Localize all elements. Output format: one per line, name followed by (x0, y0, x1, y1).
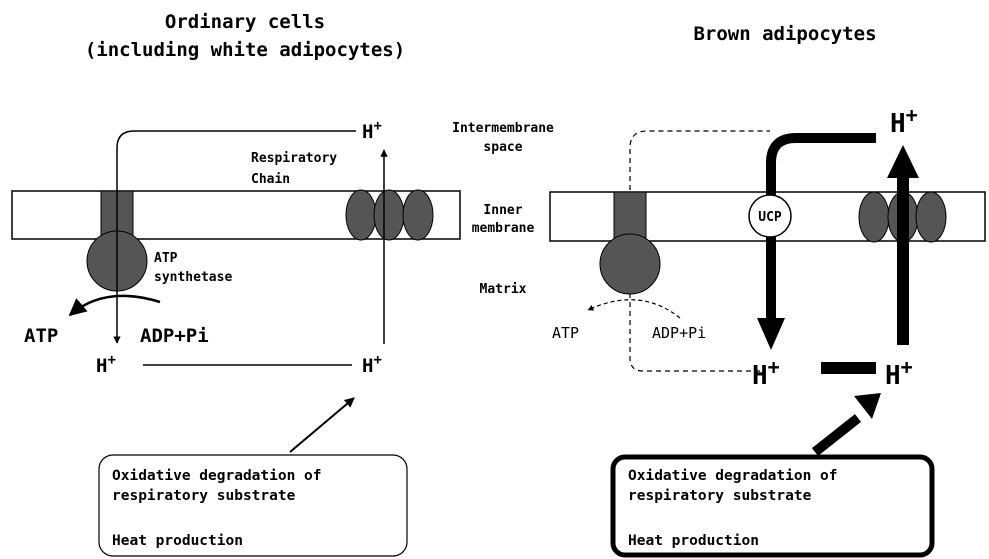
right-substrate-arrow-shaft (815, 418, 858, 452)
intermembrane-label-line2: space (483, 140, 522, 155)
left-title-line2: (including white adipocytes) (85, 39, 405, 61)
right-pump-shaft (897, 175, 909, 345)
right-title: Brown adipocytes (693, 23, 876, 45)
right-substrate-arrowhead (854, 393, 881, 419)
left-respiratory-label-line2: Chain (251, 172, 290, 187)
left-atp-label: ATP (24, 325, 58, 347)
inner-membrane-label-line2: membrane (472, 221, 535, 236)
right-h-top: H+ (890, 103, 918, 139)
right-h-bottom-right: H+ (885, 355, 913, 391)
left-respiratory-complex-1 (346, 190, 376, 240)
left-h-bottom-left: H+ (96, 352, 116, 377)
left-box-line2: respiratory substrate (112, 488, 296, 504)
right-box-line3: Heat production (628, 533, 759, 549)
left-substrate-arrow (290, 398, 354, 452)
right-panel: UCP ATP ADP+Pi H+ H+ H+ Oxidative degrad… (550, 103, 985, 555)
left-adp-label: ADP+Pi (140, 325, 209, 347)
inner-membrane-label-line1: Inner (483, 203, 522, 218)
right-atp-synthetase-head (600, 234, 660, 294)
left-h-bottom-right: H+ (362, 352, 382, 377)
left-panel: Respiratory Chain ATP synthetase ATP ADP… (12, 118, 460, 556)
left-title-line1: Ordinary cells (165, 11, 325, 33)
left-synthetase-label-line2: synthetase (154, 270, 232, 285)
left-respiratory-complex-2 (374, 190, 404, 240)
left-atp-synthesis-arrow (70, 296, 160, 315)
left-respiratory-label-line1: Respiratory (251, 151, 337, 166)
left-synthetase-label-line1: ATP (154, 251, 178, 266)
left-box-line3: Heat production (112, 533, 243, 549)
matrix-label: Matrix (480, 282, 527, 297)
left-respiratory-complex-3 (403, 190, 433, 240)
right-pump-arrowhead (887, 145, 919, 178)
right-h-bottom-left: H+ (752, 355, 780, 391)
right-atp-label: ATP (552, 324, 579, 342)
right-adp-label: ADP+Pi (652, 324, 706, 342)
right-box-line1: Oxidative degradation of (628, 468, 838, 484)
right-ucp-arrowhead (757, 318, 785, 350)
right-atp-synthesis-arrow (588, 300, 680, 318)
intermembrane-label-line1: Intermembrane (452, 121, 554, 136)
right-box-line2: respiratory substrate (628, 488, 812, 504)
ucp-label: UCP (758, 210, 782, 225)
left-h-top: H+ (362, 118, 382, 143)
left-box-line1: Oxidative degradation of (112, 468, 322, 484)
right-respiratory-complex-3 (916, 192, 946, 242)
right-respiratory-complex-1 (859, 192, 889, 242)
right-bottom-proton-bar (821, 362, 876, 374)
